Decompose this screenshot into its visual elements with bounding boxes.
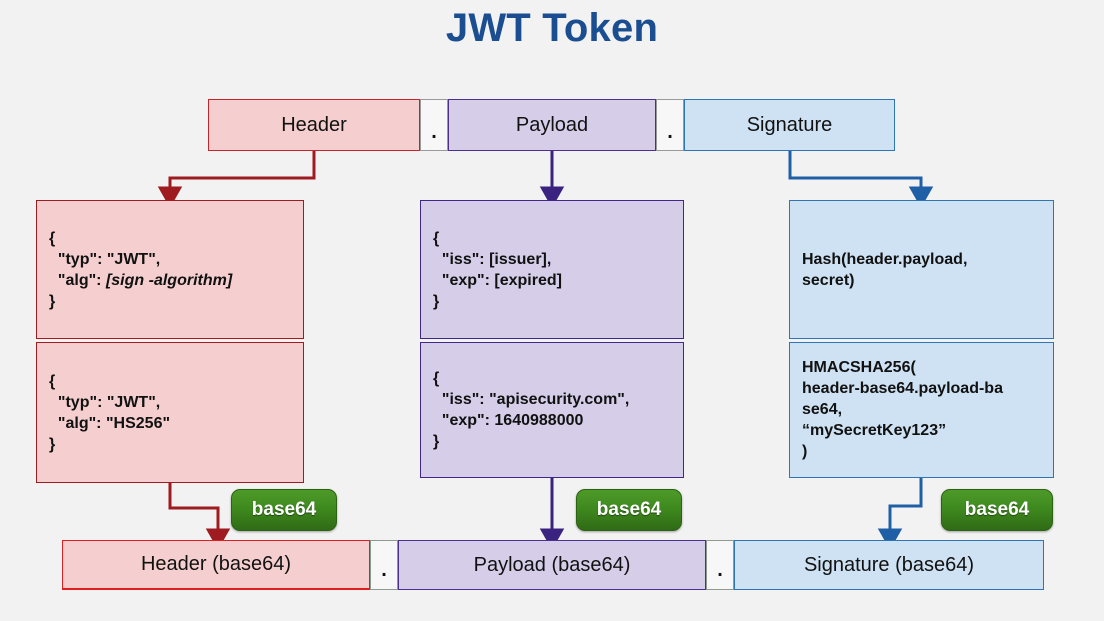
token-part-header-label: Header <box>281 113 347 136</box>
payload-template-line-2: "iss": [issuer], <box>433 250 552 268</box>
base64-badge-payload[interactable]: base64 <box>576 489 682 531</box>
header-example-line-3: "alg": "HS256" <box>49 414 171 432</box>
payload-template-line-4: } <box>433 292 440 310</box>
payload-example-line-1: { <box>433 370 440 387</box>
encoded-part-signature[interactable]: Signature (base64) <box>734 540 1044 590</box>
encoded-part-payload[interactable]: Payload (base64) <box>398 540 706 590</box>
signature-template-line-2: secret) <box>802 271 855 289</box>
encoded-part-header[interactable]: Header (base64) <box>62 540 370 590</box>
signature-example-line-1: HMACSHA256( <box>802 359 916 376</box>
header-example-line-4: } <box>49 435 56 453</box>
signature-example-line-4: “mySecretKey123” <box>802 422 947 439</box>
connector-signature-bottom <box>877 478 923 550</box>
signature-example-line-3: se64, <box>802 401 843 418</box>
payload-template-box: { "iss": [issuer], "exp": [expired] } <box>420 200 684 339</box>
payload-example-line-2: "iss": "apisecurity.com", <box>433 391 630 408</box>
header-template-alg-key: "alg": <box>49 271 106 289</box>
base64-badge-signature[interactable]: base64 <box>941 489 1053 531</box>
token-separator-dot-1-label: . <box>431 121 437 143</box>
header-template-alg-value: [sign -algorithm] <box>105 271 233 289</box>
signature-example-line-5: ) <box>802 443 808 460</box>
payload-example-line-3: "exp": 1640988000 <box>433 412 584 429</box>
header-template-line-3: "alg": [sign -algorithm] <box>49 270 291 291</box>
token-part-signature-label: Signature <box>746 113 833 136</box>
encoded-part-payload-label: Payload (base64) <box>473 553 631 576</box>
connector-header-bottom <box>168 483 231 550</box>
token-part-header[interactable]: Header <box>208 99 420 151</box>
base64-badge-signature-label: base64 <box>964 499 1030 520</box>
token-separator-dot-2: . <box>656 99 684 151</box>
header-template-line-1: { <box>49 229 56 247</box>
encoded-separator-dot-2-label: . <box>717 559 723 581</box>
signature-template-box: Hash(header.payload, secret) <box>789 200 1054 339</box>
header-example-line-2: "typ": "JWT", <box>49 393 161 411</box>
payload-example-line-4: } <box>433 433 440 450</box>
connector-signature-top <box>788 150 934 208</box>
header-template-line-4: } <box>49 292 56 310</box>
encoded-separator-dot-2: . <box>706 540 734 590</box>
page-title: JWT Token <box>445 6 659 50</box>
encoded-separator-dot-1: . <box>370 540 398 590</box>
signature-example-box: HMACSHA256( header-base64.payload-ba se6… <box>789 342 1054 478</box>
token-part-payload-label: Payload <box>515 113 589 136</box>
token-separator-dot-2-label: . <box>667 121 673 143</box>
payload-template-line-3: "exp": [expired] <box>433 271 562 289</box>
base64-badge-header[interactable]: base64 <box>231 489 337 531</box>
header-example-line-1: { <box>49 372 56 390</box>
signature-template-line-1: Hash(header.payload, <box>802 250 968 268</box>
header-template-line-2: "typ": "JWT", <box>49 250 161 268</box>
token-part-signature[interactable]: Signature <box>684 99 895 151</box>
encoded-part-signature-label: Signature (base64) <box>803 553 975 576</box>
base64-badge-payload-label: base64 <box>596 499 662 520</box>
payload-example-box: { "iss": "apisecurity.com", "exp": 16409… <box>420 342 684 478</box>
encoded-part-header-label: Header (base64) <box>140 553 292 575</box>
header-template-box: { "typ": "JWT", "alg": [sign -algorithm]… <box>36 200 304 339</box>
base64-badge-header-label: base64 <box>251 499 317 520</box>
token-part-payload[interactable]: Payload <box>448 99 656 151</box>
header-example-box: { "typ": "JWT", "alg": "HS256" } <box>36 342 304 483</box>
signature-example-line-2: header-base64.payload-ba <box>802 380 1003 397</box>
payload-template-line-1: { <box>433 229 440 247</box>
connector-header-top <box>157 150 316 208</box>
encoded-separator-dot-1-label: . <box>381 559 387 581</box>
token-separator-dot-1: . <box>420 99 448 151</box>
